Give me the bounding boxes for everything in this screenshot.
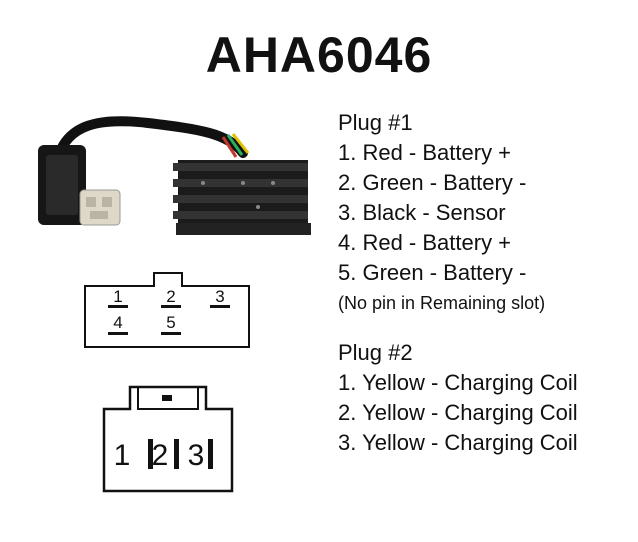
- plug1-pin-1: 1. Red - Battery +: [338, 140, 512, 165]
- plug1-note: (No pin in Remaining slot): [338, 293, 546, 313]
- plug1-pin-2-label: 2: [166, 287, 176, 306]
- plug2-pin-2: 2. Yellow - Charging Coil: [338, 400, 578, 425]
- plug2-heading: Plug #2: [338, 340, 413, 365]
- product-title: AHA6046: [205, 27, 433, 83]
- plug1-pin-3-label: 3: [215, 287, 225, 306]
- plug1-pin-5: 5. Green - Battery -: [338, 260, 527, 285]
- plug1-pin-2: 2. Green - Battery -: [338, 170, 527, 195]
- plug2-pin-2-label: 2: [151, 439, 169, 472]
- plug1-pin-3: 3. Black - Sensor: [338, 200, 506, 225]
- pinout-list: Plug #1 1. Red - Battery + 2. Green - Ba…: [338, 108, 578, 458]
- plug2-pin-1-label: 1: [113, 439, 131, 472]
- plug1-pin-5-label: 5: [166, 313, 176, 332]
- plug1-pin-4: 4. Red - Battery +: [338, 230, 512, 255]
- plug1-pin-1-label: 1: [113, 287, 123, 306]
- regulator-rectifier-image: [38, 116, 311, 235]
- plug2-pin-3-label: 3: [187, 439, 205, 472]
- plug2-connector-diagram: [102, 385, 234, 493]
- plug1-heading: Plug #1: [338, 110, 413, 135]
- plug2-pin-3: 3. Yellow - Charging Coil: [338, 430, 578, 455]
- plug1-pin-4-label: 4: [113, 313, 123, 332]
- plug1-connector-diagram: [84, 272, 250, 348]
- plug2-pin-1: 1. Yellow - Charging Coil: [338, 370, 578, 395]
